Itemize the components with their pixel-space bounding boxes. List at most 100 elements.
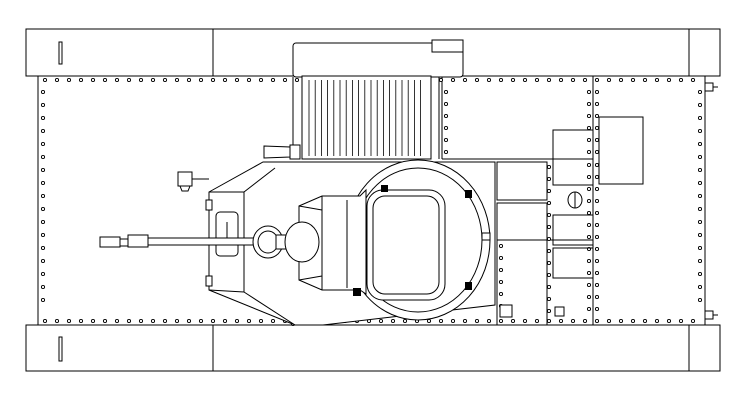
rivet xyxy=(546,212,552,218)
rivet xyxy=(162,318,168,324)
rivet xyxy=(586,234,592,240)
rivet xyxy=(606,318,612,324)
gun-barrel-sleeve xyxy=(127,234,149,248)
rivet xyxy=(570,77,576,83)
rivet xyxy=(198,318,204,324)
rivet xyxy=(546,296,552,302)
rivet xyxy=(546,272,552,278)
rivet xyxy=(586,149,592,155)
rivet xyxy=(594,198,600,204)
rivet xyxy=(150,318,156,324)
rivet xyxy=(618,318,624,324)
rivet xyxy=(102,318,108,324)
rivet xyxy=(40,219,46,225)
rivet xyxy=(474,318,480,324)
tow-hook-bottom xyxy=(704,310,714,320)
rivet xyxy=(546,248,552,254)
rivet xyxy=(697,271,703,277)
rivet xyxy=(546,164,552,170)
rivet xyxy=(570,318,576,324)
rivet xyxy=(438,318,444,324)
turret-hook-top xyxy=(205,199,213,211)
rivet xyxy=(678,318,684,324)
gun-ball-mount xyxy=(284,221,320,263)
rivet xyxy=(546,260,552,266)
rivet xyxy=(654,77,660,83)
rivet xyxy=(697,154,703,160)
vision-block-2 xyxy=(465,190,472,198)
rivet xyxy=(186,77,192,83)
rivet xyxy=(546,236,552,242)
rivet xyxy=(586,210,592,216)
rivet xyxy=(102,77,108,83)
rivet xyxy=(258,77,264,83)
rivet xyxy=(534,318,540,324)
rivet xyxy=(66,77,72,83)
rivet xyxy=(443,101,449,107)
mantlet-facet-bottom xyxy=(298,275,323,281)
rivet xyxy=(498,267,504,273)
turret-front-bottom-edge xyxy=(208,289,245,293)
rivet xyxy=(498,255,504,261)
rivet xyxy=(586,294,592,300)
rivet xyxy=(697,180,703,186)
hull-headlight xyxy=(177,171,209,192)
rivet xyxy=(697,141,703,147)
rivet xyxy=(594,294,600,300)
rivet xyxy=(258,318,264,324)
rivet xyxy=(546,77,552,83)
rivet xyxy=(210,318,216,324)
rear-hatch-4 xyxy=(552,214,594,246)
rivet xyxy=(546,176,552,182)
rivet xyxy=(150,77,156,83)
rear-fitting-left xyxy=(499,304,513,318)
rivet xyxy=(443,137,449,143)
rivet xyxy=(546,224,552,230)
rivet xyxy=(443,113,449,119)
rivet xyxy=(697,193,703,199)
rivet xyxy=(246,77,252,83)
rivet xyxy=(594,318,600,324)
rivet xyxy=(697,219,703,225)
vision-block-4 xyxy=(353,288,361,296)
engine-grille xyxy=(292,39,464,160)
rivet xyxy=(586,258,592,264)
rivet xyxy=(66,318,72,324)
rivet xyxy=(586,125,592,131)
rivet xyxy=(582,318,588,324)
rivet xyxy=(594,89,600,95)
stowage-box xyxy=(598,116,644,185)
tow-hook-top xyxy=(704,82,714,92)
rivet xyxy=(54,318,60,324)
rivet xyxy=(174,77,180,83)
rivet xyxy=(642,318,648,324)
rivet xyxy=(586,101,592,107)
exhaust-pipe xyxy=(263,145,291,159)
rivet xyxy=(586,270,592,276)
rivet xyxy=(450,77,456,83)
rivet xyxy=(522,318,528,324)
rivet xyxy=(234,77,240,83)
main-gun xyxy=(99,221,320,263)
rivet xyxy=(40,180,46,186)
rivet xyxy=(474,77,480,83)
rivet xyxy=(40,297,46,303)
rivet xyxy=(40,258,46,264)
rivet xyxy=(678,77,684,83)
rivet xyxy=(697,167,703,173)
rivet xyxy=(594,101,600,107)
rivet xyxy=(630,318,636,324)
rivet xyxy=(594,258,600,264)
rivet xyxy=(174,318,180,324)
rivet xyxy=(210,77,216,83)
rivet xyxy=(450,318,456,324)
rivet xyxy=(697,89,703,95)
rivet xyxy=(234,318,240,324)
rivet xyxy=(42,77,48,83)
rivet xyxy=(246,318,252,324)
rivet xyxy=(666,318,672,324)
rivet xyxy=(40,206,46,212)
rivet xyxy=(697,115,703,121)
rivet xyxy=(498,291,504,297)
rivet xyxy=(40,128,46,134)
